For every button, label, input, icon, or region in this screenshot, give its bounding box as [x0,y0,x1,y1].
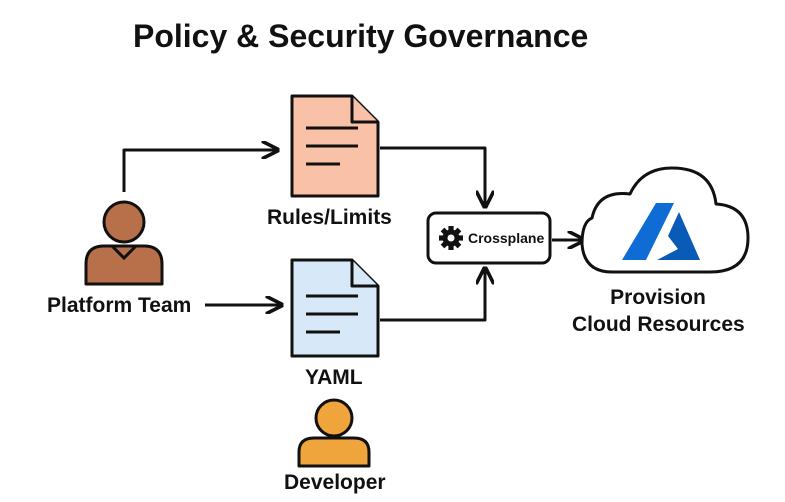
gear-icon [439,226,463,250]
arrow-rules-to-crossplane [380,146,485,205]
provision-label-line1: Provision [610,286,706,309]
yaml-label: YAML [305,366,363,389]
platform-team-label: Platform Team [47,294,192,317]
provision-label-line2: Cloud Resources [572,313,745,336]
rules-limits-label: Rules/Limits [267,206,392,229]
arrow-yaml-to-crossplane [380,270,485,322]
azure-logo [622,203,700,260]
developer-person-icon [297,398,371,468]
yaml-document-icon [290,258,380,358]
developer-label: Developer [284,471,386,494]
crossplane-node: Crossplane [426,211,552,265]
arrow-team-to-rules [122,150,276,192]
cloud-icon [580,166,750,274]
crossplane-label: Crossplane [468,230,544,246]
platform-team-person-icon [84,200,164,286]
page-title: Policy & Security Governance [133,18,589,54]
rules-document-icon [290,94,380,198]
